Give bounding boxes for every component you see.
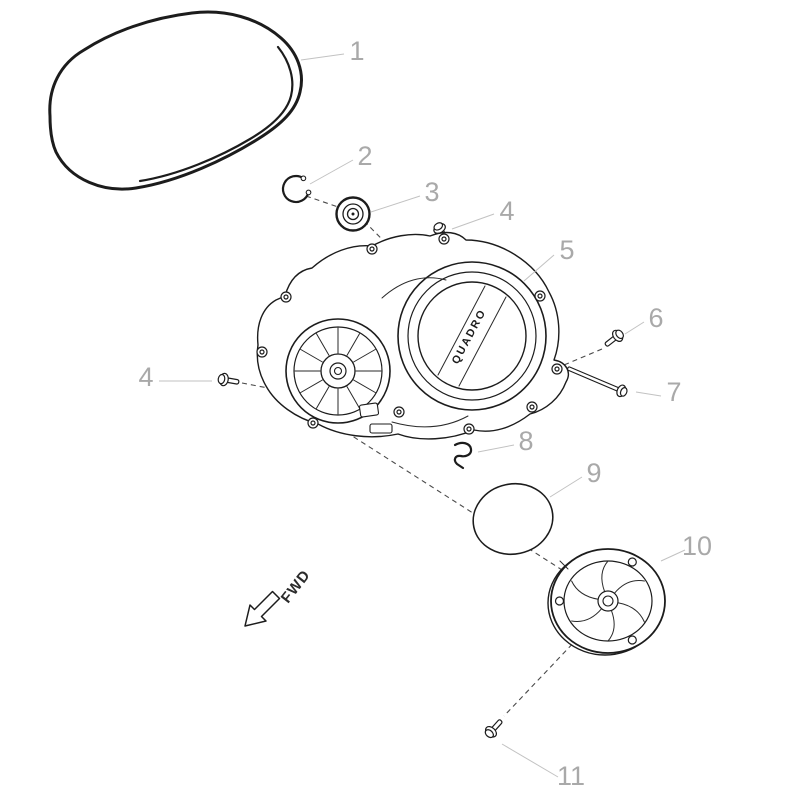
callout-7: 7 [666,377,681,407]
callout-numbers: 1 2 3 4 5 6 7 4 8 9 10 11 [138,36,712,791]
part-bearing [335,196,371,232]
callout-4b: 4 [138,362,153,392]
callout-4a: 4 [499,196,514,226]
part-bolt-left [216,371,241,389]
leader-lines [159,53,686,778]
callout-8: 8 [518,426,533,456]
part-retainer-clip [453,441,473,470]
fwd-arrow-icon [244,590,281,627]
part-cvt-cover: QUADRO [256,231,570,440]
part-drive-belt [48,10,303,191]
callout-6: 6 [648,303,663,333]
part-bolt-long [567,366,628,398]
callout-10: 10 [682,531,712,561]
part-bolt-short [601,326,627,351]
part-foam-disc [472,482,554,556]
fwd-label: FWD [278,567,314,607]
callout-3: 3 [424,177,439,207]
callout-5: 5 [559,235,574,265]
plate-spokes [571,560,645,642]
cover-bolt-bosses [256,233,563,435]
fan-spokes [294,327,382,415]
part-outer-cover-plate [547,548,666,656]
part-circlip [281,174,312,204]
callout-1: 1 [349,36,364,66]
callout-2: 2 [357,141,372,171]
callout-11: 11 [557,761,585,791]
callout-9: 9 [586,458,601,488]
fwd-indicator: FWD [244,567,314,627]
part-bolt-bottom [481,715,507,741]
